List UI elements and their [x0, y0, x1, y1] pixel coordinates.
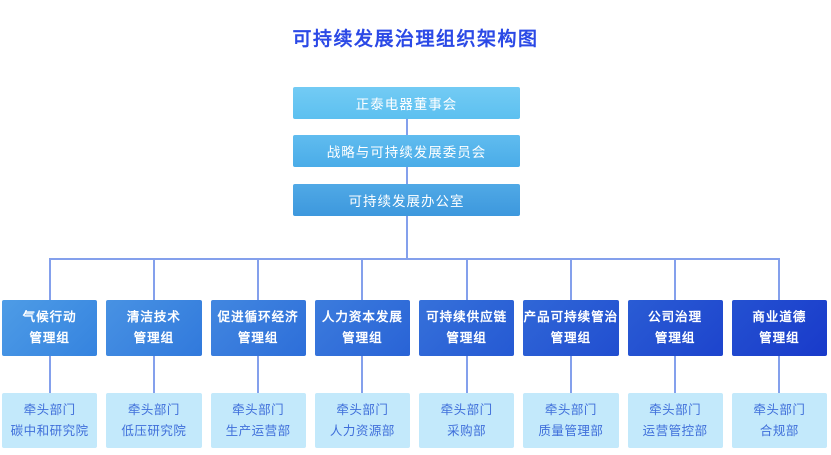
dept-label: 牵头部门 [753, 402, 806, 417]
group-suffix: 管理组 [29, 331, 70, 345]
node-board-of-directors: 正泰电器董事会 [293, 87, 520, 119]
top-chain: 正泰电器董事会 战略与可持续发展委员会 可持续发展办公室 [293, 87, 520, 258]
org-column-circular-economy: 促进循环经济 管理组 牵头部门 生产运营部 [210, 260, 306, 448]
org-column-climate-action: 气候行动 管理组 牵头部门 碳中和研究院 [2, 260, 98, 448]
org-column-clean-tech: 清洁技术 管理组 牵头部门 低压研究院 [106, 260, 202, 448]
node-label: 正泰电器董事会 [355, 97, 458, 112]
connector-line [152, 356, 155, 393]
department-box: 牵头部门 质量管理部 [523, 393, 619, 448]
connector-line [674, 260, 677, 300]
connector-line [405, 119, 408, 135]
connector-line [778, 260, 781, 300]
group-suffix: 管理组 [237, 331, 279, 345]
department-box: 牵头部门 采购部 [419, 393, 515, 448]
group-name: 公司治理 [648, 310, 703, 324]
connector-line [257, 260, 260, 300]
department-box: 牵头部门 低压研究院 [106, 393, 202, 448]
connector-line [361, 356, 364, 393]
page-title: 可持续发展治理组织架构图 [292, 29, 539, 50]
group-box: 清洁技术 管理组 [106, 300, 202, 356]
org-column-supply-chain: 可持续供应链 管理组 牵头部门 采购部 [419, 260, 515, 448]
department-box: 牵头部门 人力资源部 [314, 393, 410, 448]
connector-line [569, 260, 572, 300]
dept-name: 人力资源部 [329, 423, 395, 438]
group-name: 促进循环经济 [217, 310, 299, 324]
group-suffix: 管理组 [446, 331, 487, 345]
dept-name: 碳中和研究院 [10, 423, 89, 438]
group-name: 清洁技术 [126, 310, 181, 324]
department-box: 牵头部门 合规部 [731, 393, 827, 448]
group-suffix: 管理组 [759, 331, 800, 345]
connector-line [361, 260, 364, 300]
dept-label: 牵头部门 [23, 402, 76, 417]
dept-label: 牵头部门 [440, 402, 493, 417]
group-box: 气候行动 管理组 [2, 300, 98, 356]
dept-label: 牵头部门 [336, 402, 389, 417]
group-name: 商业道德 [752, 310, 807, 324]
connector-line [405, 216, 408, 258]
department-box: 牵头部门 碳中和研究院 [2, 393, 98, 448]
group-box: 公司治理 管理组 [627, 300, 723, 356]
group-box: 人力资本发展 管理组 [314, 300, 410, 356]
group-box: 可持续供应链 管理组 [419, 300, 515, 356]
org-column-business-ethics: 商业道德 管理组 牵头部门 合规部 [731, 260, 827, 448]
dept-name: 质量管理部 [538, 423, 604, 438]
department-box: 牵头部门 生产运营部 [210, 393, 306, 448]
org-column-human-capital: 人力资本发展 管理组 牵头部门 人力资源部 [314, 260, 410, 448]
dept-label: 牵头部门 [649, 402, 702, 417]
connector-line [48, 356, 51, 393]
dept-label: 牵头部门 [232, 402, 285, 417]
connector-line [778, 356, 781, 393]
group-suffix: 管理组 [550, 331, 592, 345]
connector-line [465, 356, 468, 393]
connector-line [405, 167, 408, 184]
department-box: 牵头部门 运营管控部 [627, 393, 723, 448]
dept-label: 牵头部门 [127, 402, 180, 417]
group-name: 产品可持续管治 [523, 310, 619, 324]
dept-name: 生产运营部 [225, 423, 291, 438]
group-box: 产品可持续管治 管理组 [523, 300, 619, 356]
dept-name: 采购部 [447, 423, 487, 438]
group-name: 气候行动 [22, 310, 77, 324]
dept-name: 低压研究院 [121, 423, 187, 438]
dept-name: 合规部 [759, 423, 799, 438]
dept-label: 牵头部门 [544, 402, 597, 417]
node-strategy-sustainability-committee: 战略与可持续发展委员会 [293, 135, 520, 167]
group-suffix: 管理组 [654, 331, 696, 345]
connector-line [569, 356, 572, 393]
group-box: 商业道德 管理组 [731, 300, 827, 356]
group-suffix: 管理组 [133, 331, 175, 345]
org-column-product-governance: 产品可持续管治 管理组 牵头部门 质量管理部 [523, 260, 619, 448]
connector-line [465, 260, 468, 300]
node-label: 战略与可持续发展委员会 [326, 145, 487, 160]
connector-trunk [49, 258, 780, 260]
org-column-corporate-governance: 公司治理 管理组 牵头部门 运营管控部 [627, 260, 723, 448]
connector-line [674, 356, 677, 393]
connector-line [152, 260, 155, 300]
connector-line [48, 260, 51, 300]
dept-name: 运营管控部 [642, 423, 708, 438]
group-name: 可持续供应链 [426, 310, 508, 324]
connector-line [257, 356, 260, 393]
group-name: 人力资本发展 [321, 310, 403, 324]
node-label: 可持续发展办公室 [348, 194, 465, 209]
node-sustainability-office: 可持续发展办公室 [293, 184, 520, 216]
group-box: 促进循环经济 管理组 [210, 300, 306, 356]
management-groups-row: 气候行动 管理组 牵头部门 碳中和研究院 清洁技术 管理组 牵头部门 低压研究院 [2, 260, 827, 448]
group-suffix: 管理组 [342, 331, 383, 345]
